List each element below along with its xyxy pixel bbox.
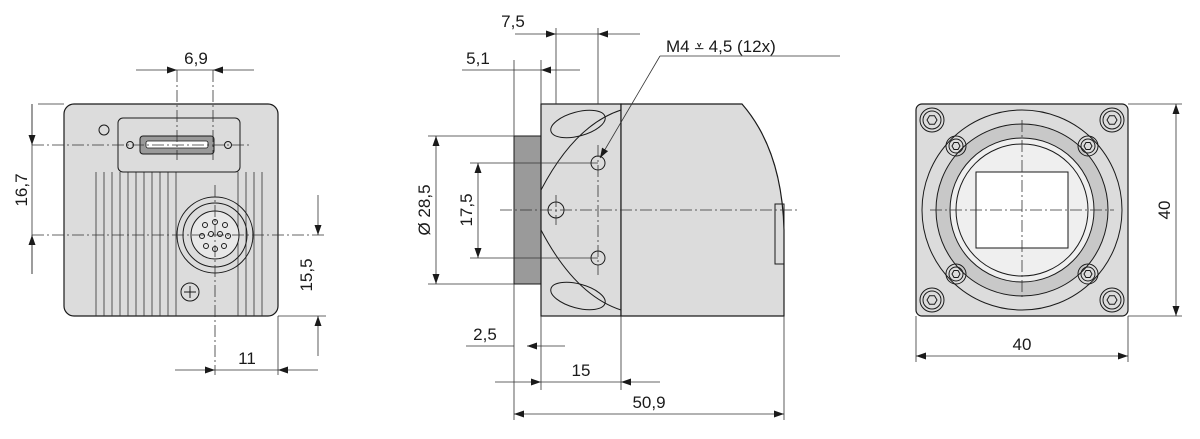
corner-screw-icon bbox=[919, 107, 1125, 313]
dim-depth-5-1: 5,1 bbox=[466, 49, 490, 68]
side-view-dimensions bbox=[428, 28, 840, 420]
front-view bbox=[915, 103, 1129, 317]
dim-height-connector: 15,5 bbox=[297, 258, 316, 291]
cooling-fins bbox=[95, 172, 263, 316]
mount-screw-icon bbox=[945, 135, 1099, 285]
ground-screw-icon bbox=[180, 282, 200, 302]
dim-depth-7-5: 7,5 bbox=[501, 12, 525, 31]
dim-front-width: 40 bbox=[1013, 335, 1032, 354]
dim-diameter: Ø 28,5 bbox=[415, 184, 434, 235]
rear-view bbox=[32, 70, 325, 375]
thread-callout: M4 ⩡ 4,5 (12x) bbox=[666, 37, 776, 56]
led-indicator bbox=[98, 124, 110, 136]
dim-hole-spacing: 17,5 bbox=[457, 193, 476, 226]
dim-usb-width: 6,9 bbox=[184, 49, 208, 68]
dim-flange-2-5: 2,5 bbox=[473, 325, 497, 344]
side-view bbox=[500, 103, 800, 317]
dim-depth-15: 15 bbox=[572, 361, 591, 380]
dim-front-height: 40 bbox=[1155, 201, 1174, 220]
dim-connector-offset: 11 bbox=[238, 349, 256, 368]
rear-view-dimensions bbox=[28, 66, 326, 375]
dim-height-usb: 16,7 bbox=[12, 173, 31, 206]
front-view-dimensions bbox=[915, 103, 1182, 362]
dim-total-length: 50,9 bbox=[632, 393, 665, 412]
